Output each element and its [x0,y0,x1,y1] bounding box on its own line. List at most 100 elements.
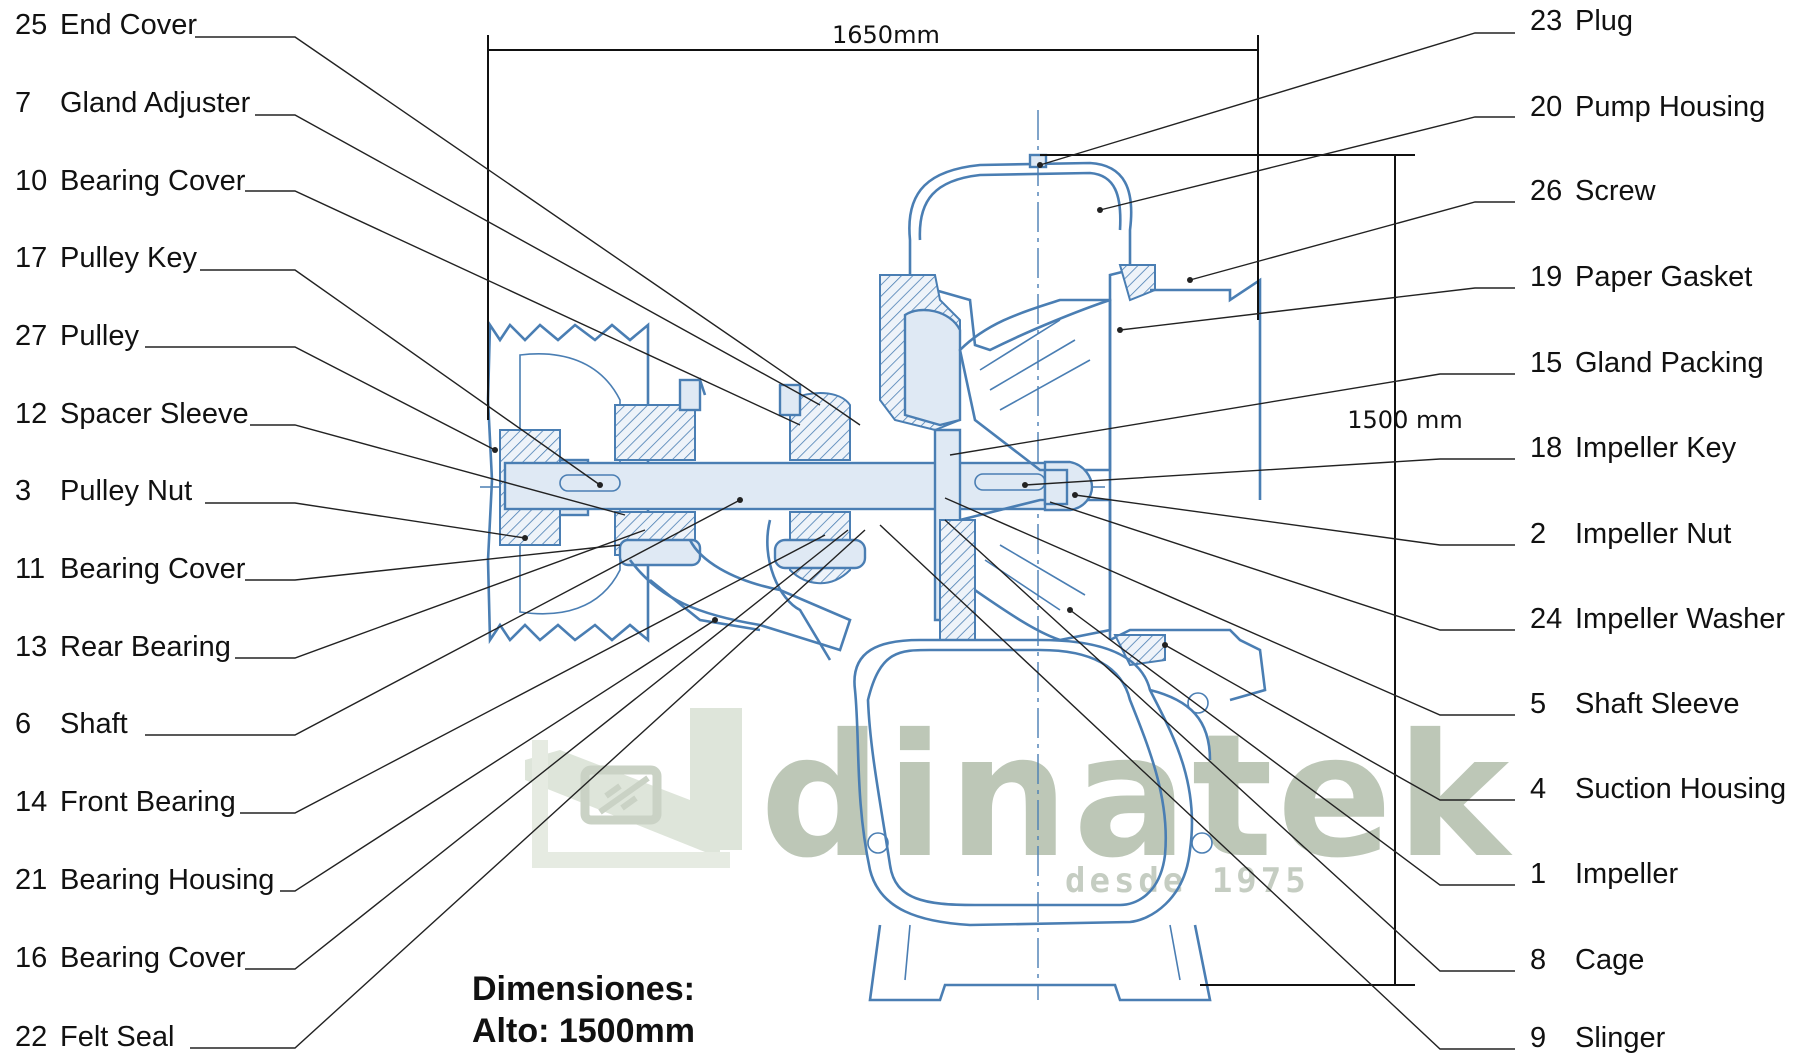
part-name: Bearing Cover [60,165,246,197]
part-name: Suction Housing [1575,773,1786,805]
part-name: Bearing Cover [60,942,246,974]
part-number: 8 [1530,944,1546,976]
width-dimension-label: 1650mm [832,21,940,49]
part-label-bearing-cover-11: 11 Bearing Cover [15,544,621,585]
part-label-gland-adjuster: 7 Gland Adjuster [15,87,821,406]
part-number: 4 [1530,773,1546,805]
part-label-shaft: 6 Shaft [15,499,741,740]
part-label-felt-seal: 22 Felt Seal [15,529,866,1053]
part-number: 15 [1530,347,1562,379]
part-number: 26 [1530,175,1562,207]
part-name: Cage [1575,944,1644,976]
part-label-end-cover: 25 End Cover [15,9,861,426]
part-name: Felt Seal [60,1021,174,1053]
part-number: 12 [15,398,47,430]
part-name: Front Bearing [60,786,236,818]
part-name: Rear Bearing [60,631,231,663]
part-name: Spacer Sleeve [60,398,249,430]
part-name: Pulley Key [60,242,198,274]
left-part-labels: 25 End Cover 7 Gland Adjuster 10 Bearing… [15,9,866,1053]
impeller-graphic [933,298,1112,642]
part-number: 6 [15,708,31,740]
pump-housing-graphic [879,161,1262,640]
part-number: 23 [1530,5,1562,37]
leaf-logo-icon [525,708,742,868]
part-number: 24 [1530,603,1562,635]
leader-dots [492,162,1193,648]
part-label-bearing-housing: 21 Bearing Housing [15,619,716,896]
front-bearing-graphic [766,383,867,661]
part-label-suction-housing: 4 Suction Housing [1164,644,1786,805]
watermark-brand: dinatek [760,698,1513,896]
part-name: Bearing Housing [60,864,274,896]
part-label-plug: 23 Plug [1039,5,1633,166]
part-number: 27 [15,320,47,352]
part-label-rear-bearing: 13 Rear Bearing [15,529,646,663]
part-label-front-bearing: 14 Front Bearing [15,534,826,818]
part-label-bearing-cover-16: 16 Bearing Cover [15,529,849,974]
part-number: 2 [1530,518,1546,550]
pump-drawing [480,110,1267,1002]
part-name: Impeller Nut [1575,518,1731,550]
part-label-bearing-cover-10: 10 Bearing Cover [15,165,801,426]
part-number: 20 [1530,91,1562,123]
part-name: Gland Adjuster [60,87,251,119]
part-number: 5 [1530,688,1546,720]
part-number: 11 [15,553,45,585]
part-number: 14 [15,786,47,818]
part-name: Gland Packing [1575,347,1764,379]
watermark-tagline: desde 1975 [1065,861,1310,901]
bearing-housing-graphic [628,539,852,652]
height-dimension-label: 1500 mm [1347,406,1462,434]
part-name: Bearing Cover [60,553,246,585]
part-name: Slinger [1575,1022,1666,1054]
right-part-labels: 23 Plug 20 Pump Housing 26 Screw 19 Pape… [879,5,1786,1054]
part-number: 21 [15,864,47,896]
part-label-pump-housing: 20 Pump Housing [1099,91,1765,211]
part-label-cage: 8 Cage [944,519,1644,976]
part-number: 10 [15,165,47,197]
part-number: 18 [1530,432,1562,464]
part-label-impeller-washer: 24 Impeller Washer [1049,501,1785,635]
part-name: Impeller [1575,858,1678,890]
part-name: Pulley Nut [60,475,192,507]
part-name: Pump Housing [1575,91,1765,123]
part-label-screw: 26 Screw [1189,175,1657,281]
height-dimension: 1500 mm [1040,154,1463,986]
dimensions-note: Dimensiones: Alto: 1500mm [472,968,695,1052]
part-number: 7 [15,87,31,119]
width-dimension: 1650mm [487,21,1259,420]
cage-graphic [853,638,1213,1002]
part-name: Plug [1575,5,1633,37]
part-name: Impeller Washer [1575,603,1785,635]
part-number: 3 [15,475,31,507]
part-label-gland-packing: 15 Gland Packing [949,347,1764,456]
part-label-impeller: 1 Impeller [1069,609,1678,890]
part-name: Impeller Key [1575,432,1737,464]
part-name: End Cover [60,9,197,41]
part-number: 13 [15,631,47,663]
watermark-logo: dinatek desde 1975 [525,698,1513,901]
dimensions-heading: Dimensiones: [472,970,695,1008]
part-number: 1 [1530,858,1546,890]
part-number: 22 [15,1021,47,1053]
dimensions-height-note: Alto: 1500mm [472,1012,695,1050]
shaft-graphic [503,461,1067,511]
part-number: 9 [1530,1022,1546,1054]
part-number: 16 [15,942,47,974]
part-number: 17 [15,242,47,274]
part-name: Screw [1575,175,1657,207]
part-name: Pulley [60,320,139,352]
part-number: 25 [15,9,47,41]
part-name: Shaft [60,708,128,740]
part-label-slinger: 9 Slinger [879,524,1666,1054]
part-number: 19 [1530,261,1562,293]
part-label-spacer-sleeve: 12 Spacer Sleeve [15,398,626,516]
part-label-pulley-nut: 3 Pulley Nut [15,475,526,539]
part-label-pulley: 27 Pulley [15,320,496,451]
part-label-impeller-key: 18 Impeller Key [1024,432,1737,486]
part-name: Paper Gasket [1575,261,1752,293]
part-label-shaft-sleeve: 5 Shaft Sleeve [944,497,1739,720]
part-label-pulley-key: 17 Pulley Key [15,242,601,486]
